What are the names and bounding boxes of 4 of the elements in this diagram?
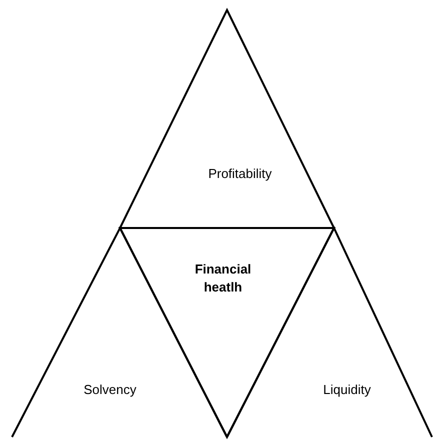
- node-label: Profitability: [207, 165, 273, 183]
- node-label: Liquidity: [322, 381, 372, 399]
- node-label: Solvency: [82, 381, 138, 399]
- node-label: Financial heatlh: [194, 260, 252, 296]
